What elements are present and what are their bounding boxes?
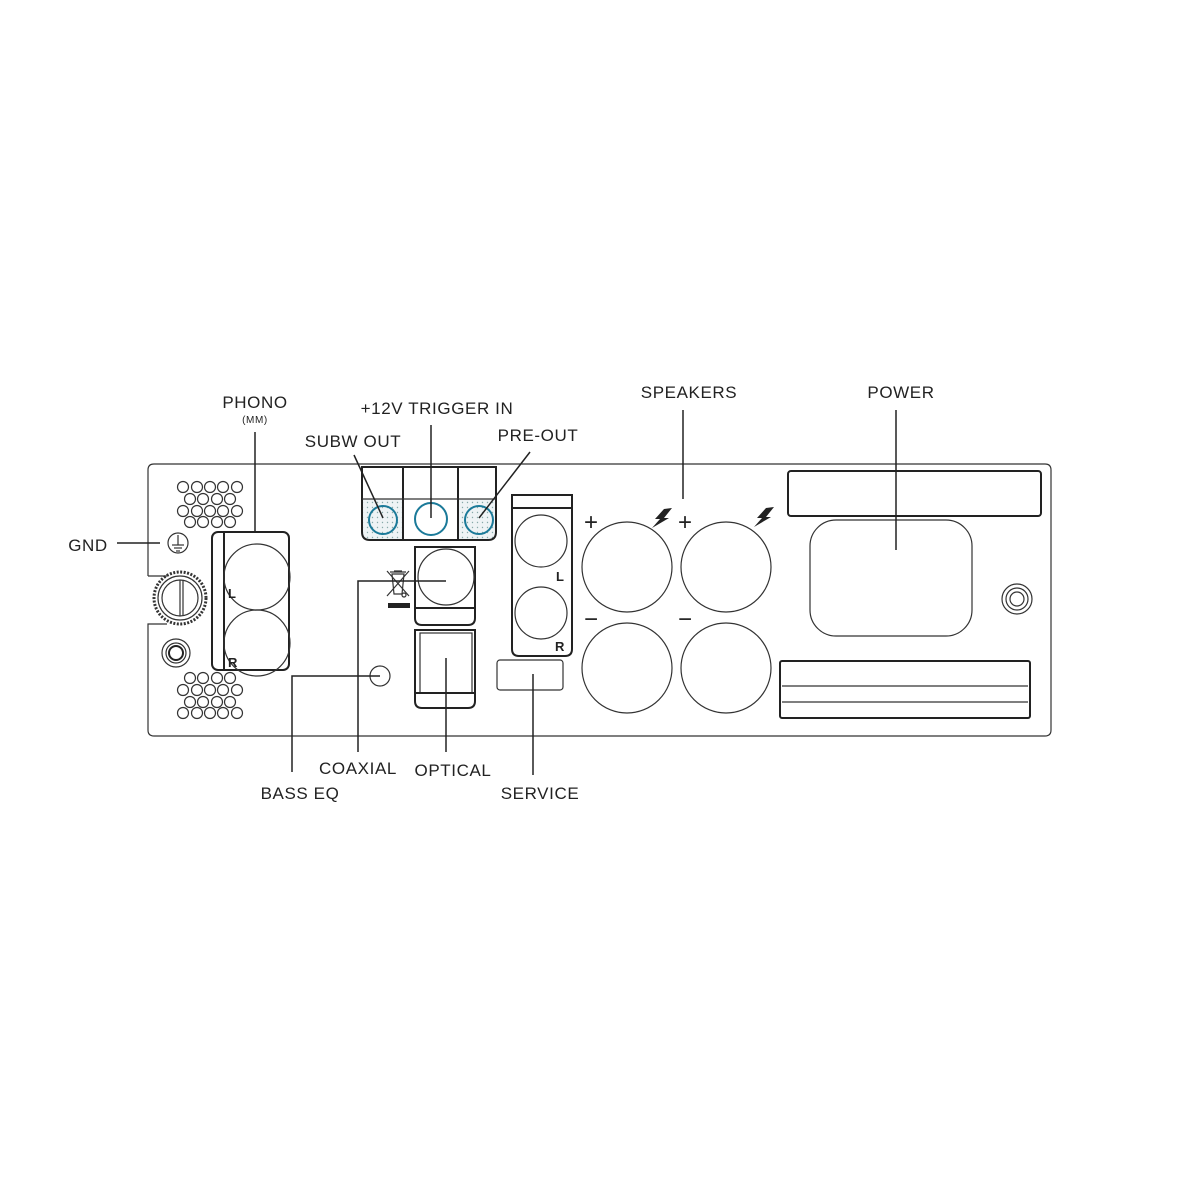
phono-left-mark: L	[228, 586, 236, 601]
vent-grille-top	[176, 480, 244, 529]
vent-hole	[230, 706, 244, 720]
vent-hole	[183, 695, 197, 709]
vent-hole	[223, 671, 237, 685]
vent-hole	[216, 706, 230, 720]
speaker-right-minus[interactable]	[680, 622, 772, 714]
speaker-right-plus[interactable]	[680, 521, 772, 613]
chassis-outline	[147, 463, 1052, 737]
iec-power-inlet[interactable]	[809, 519, 973, 637]
vent-hole	[210, 671, 224, 685]
vent-hole	[176, 480, 190, 494]
label-speakers: SPEAKERS	[641, 383, 737, 402]
vent-hole	[223, 695, 237, 709]
vent-hole	[183, 492, 197, 506]
label-phono: PHONO	[222, 393, 287, 412]
plus-sign: +	[678, 509, 693, 536]
vent-hole	[216, 480, 230, 494]
lightning-icon	[652, 508, 672, 528]
pre-out-right-jack[interactable]	[514, 586, 568, 640]
vent-hole	[210, 515, 224, 529]
label-subw-out: SUBW OUT	[305, 432, 401, 451]
phono-right-mark: R	[228, 655, 238, 670]
vent-hole	[176, 683, 190, 697]
plus-sign: +	[584, 509, 599, 536]
vent-hole	[183, 515, 197, 529]
label-trigger-in: +12V TRIGGER IN	[361, 399, 514, 418]
mini-jack-right[interactable]	[1001, 583, 1033, 615]
vent-hole	[190, 504, 204, 518]
vent-hole	[190, 480, 204, 494]
coaxial-input-block	[414, 546, 476, 626]
vent-hole	[223, 492, 237, 506]
vent-hole	[203, 480, 217, 494]
vent-hole	[210, 492, 224, 506]
phono-input-block: L R	[211, 531, 291, 677]
vent-hole	[223, 515, 237, 529]
label-phono-mm: (MM)	[242, 415, 268, 426]
ground-terminal[interactable]	[167, 532, 189, 554]
minus-sign: −	[678, 606, 693, 633]
label-service: SERVICE	[501, 784, 580, 803]
vent-grille-bottom	[176, 671, 244, 720]
vent-hole	[216, 683, 230, 697]
vent-hole	[183, 671, 197, 685]
vent-hole	[196, 671, 210, 685]
pre-out-left-mark: L	[556, 569, 564, 584]
speaker-left-plus[interactable]	[581, 521, 673, 613]
pre-out-right-mark: R	[555, 639, 565, 654]
phono-right-jack[interactable]	[223, 609, 291, 677]
power-section	[779, 470, 1042, 719]
vent-hole	[230, 480, 244, 494]
minus-sign: −	[584, 606, 599, 633]
vent-hole	[196, 515, 210, 529]
vent-hole	[190, 683, 204, 697]
vent-hole	[216, 504, 230, 518]
service-port[interactable]	[496, 659, 564, 691]
ground-knob[interactable]	[152, 570, 208, 626]
label-power: POWER	[867, 383, 934, 402]
label-coaxial: COAXIAL	[319, 759, 397, 778]
label-optical: OPTICAL	[415, 761, 492, 780]
vent-hole	[210, 695, 224, 709]
vent-hole	[203, 706, 217, 720]
vent-hole	[230, 504, 244, 518]
pre-out-left-jack[interactable]	[514, 514, 568, 568]
sub-trigger-preout-block	[361, 466, 497, 541]
subwoofer-out-jack[interactable]	[368, 505, 398, 535]
coaxial-jack[interactable]	[417, 548, 475, 606]
mini-jack-left[interactable]	[161, 638, 191, 668]
optical-input-block[interactable]	[414, 629, 476, 709]
label-bass-eq: BASS EQ	[261, 784, 340, 803]
vent-hole	[230, 683, 244, 697]
label-gnd: GND	[68, 536, 108, 555]
vent-hole	[196, 695, 210, 709]
speaker-left-minus[interactable]	[581, 622, 673, 714]
lightning-icon	[754, 507, 774, 527]
vent-hole	[176, 706, 190, 720]
weee-recycle-bin-icon	[386, 570, 410, 608]
vent-hole	[196, 492, 210, 506]
vent-hole	[190, 706, 204, 720]
vent-hole	[203, 683, 217, 697]
pre-out-lr-block: L R	[511, 494, 573, 657]
label-pre-out: PRE-OUT	[498, 426, 579, 445]
callout-lines	[117, 410, 897, 775]
speaker-terminals: + + − −	[581, 507, 774, 714]
vent-hole	[176, 504, 190, 518]
vent-hole	[203, 504, 217, 518]
pre-out-jack[interactable]	[464, 505, 494, 535]
